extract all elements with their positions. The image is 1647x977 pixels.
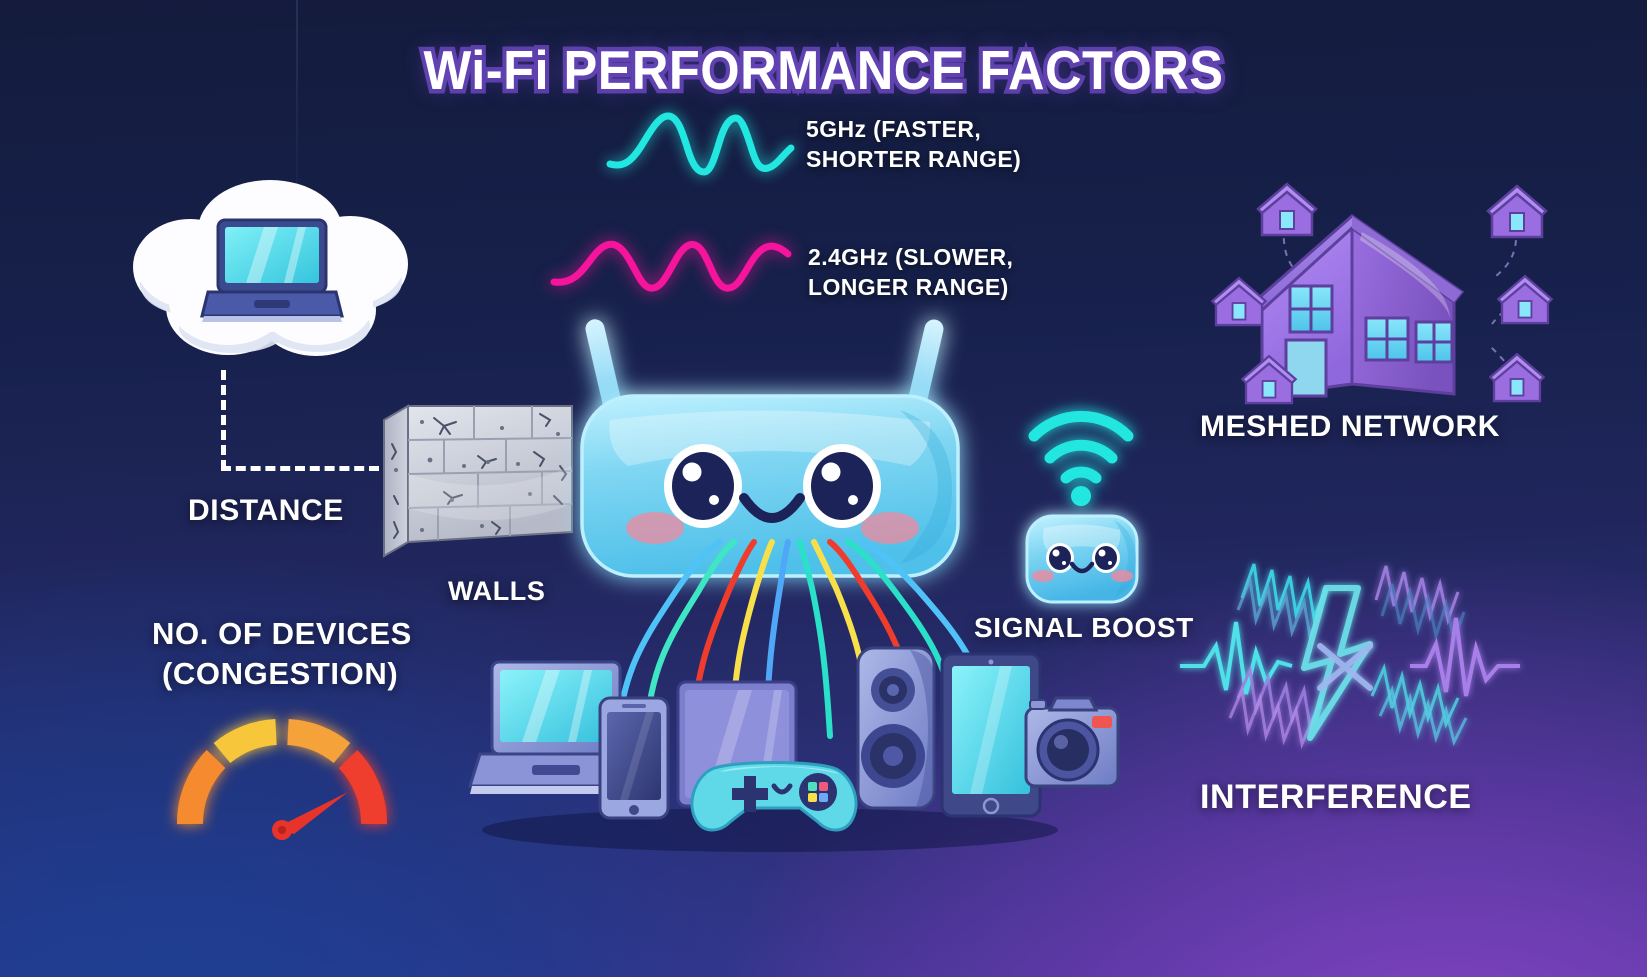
lightning-bolt-icon — [1301, 585, 1373, 741]
label-5ghz-line2: SHORTER RANGE) — [806, 146, 1022, 172]
cross-out-icon — [1317, 643, 1373, 691]
wifi-icon — [1028, 410, 1134, 484]
boost-smile — [1069, 561, 1095, 574]
router-eye-left — [664, 444, 742, 528]
boost-eye-left — [1046, 543, 1074, 573]
laptop-icon — [200, 218, 344, 322]
interference-illustration — [1180, 548, 1520, 768]
router-character — [560, 300, 980, 580]
brick-wall-icon — [382, 404, 573, 560]
router-cheek-right — [861, 512, 919, 544]
label-5ghz: 5GHz (FASTER, SHORTER RANGE) — [806, 114, 1021, 174]
mesh-satellite-houses — [1210, 182, 1554, 405]
label-signal-boost: SIGNAL BOOST — [974, 612, 1194, 643]
gauge-segment-1 — [176, 749, 226, 825]
distance-dashed-line-horizontal — [221, 466, 379, 471]
mesh-main-house — [1249, 214, 1465, 398]
interference-waveforms — [1180, 563, 1520, 750]
boost-body — [1025, 514, 1139, 604]
device-smartphone — [598, 696, 670, 820]
page-title: Wi-Fi PERFORMANCE FACTORS — [419, 35, 1227, 106]
device-game-controller — [690, 761, 858, 832]
device-speaker — [856, 646, 936, 810]
router-eye-right — [803, 444, 881, 528]
device-tablet — [940, 652, 1042, 818]
label-distance: DISTANCE — [188, 494, 344, 527]
label-meshed-network: MESHED NETWORK — [1200, 410, 1501, 443]
distance-dashed-line-vertical — [221, 370, 226, 470]
gauge-needle — [272, 792, 348, 840]
wifi-dot — [1071, 486, 1091, 506]
device-cables — [615, 539, 993, 739]
label-24ghz: 2.4GHz (SLOWER, LONGER RANGE) — [808, 242, 1013, 302]
gauge-segment-2 — [213, 719, 278, 764]
gauge-segment-4 — [338, 749, 388, 825]
label-devices-line1: NO. OF DEVICES — [152, 616, 412, 651]
device-camera — [1024, 696, 1120, 788]
gauge-segment-3 — [286, 719, 351, 764]
background-seam — [296, 0, 298, 240]
wave-5ghz — [606, 108, 795, 180]
meshed-network-illustration — [1150, 170, 1554, 405]
label-5ghz-line1: 5GHz (FASTER, — [806, 116, 982, 142]
congestion-gauge — [172, 712, 388, 840]
boost-eye-right — [1092, 543, 1120, 573]
cloud-with-laptop — [128, 172, 412, 362]
signal-boost-device — [1010, 398, 1150, 604]
label-24ghz-line2: LONGER RANGE) — [808, 274, 1009, 300]
label-24ghz-line1: 2.4GHz (SLOWER, — [808, 244, 1014, 270]
router-smile — [739, 493, 805, 523]
router-cheek-left — [626, 512, 684, 544]
label-walls: WALLS — [448, 576, 546, 606]
connected-devices-group — [467, 620, 1120, 852]
label-interference: INTERFERENCE — [1200, 778, 1472, 816]
label-devices-line2: (CONGESTION) — [162, 656, 399, 691]
wave-24ghz — [550, 228, 792, 304]
